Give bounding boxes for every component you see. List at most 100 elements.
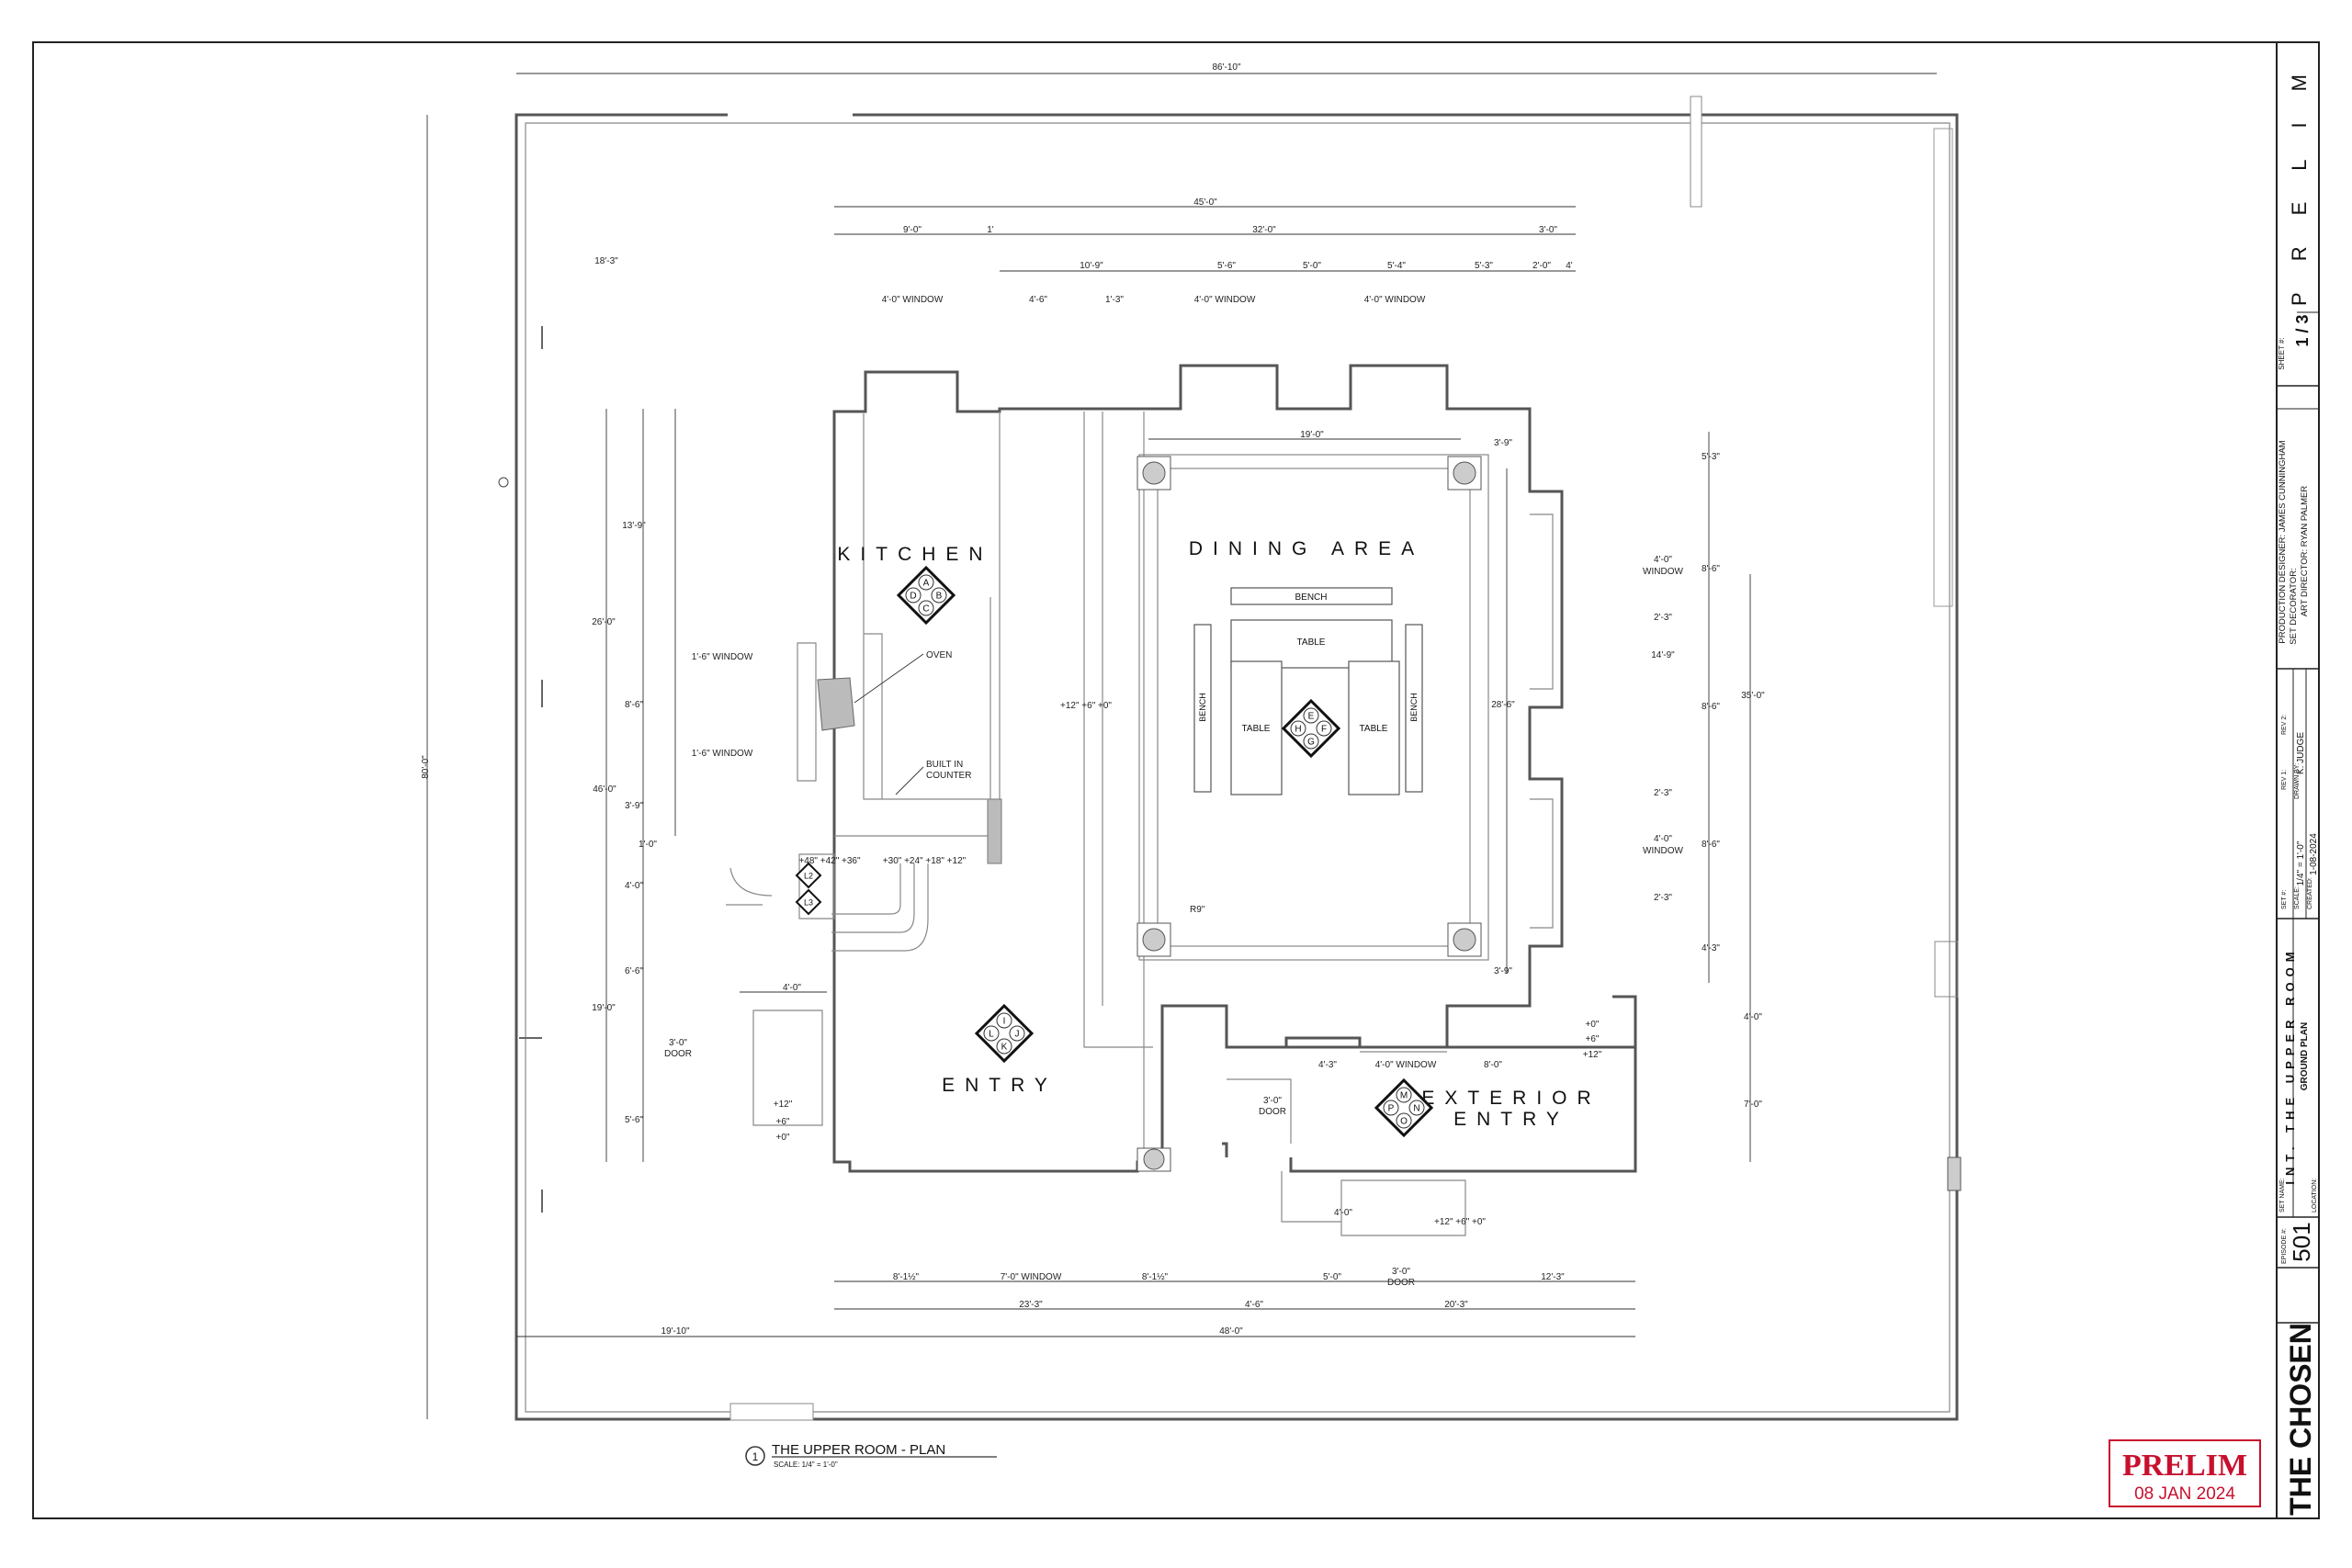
- dim-l-door: DOOR: [664, 1049, 692, 1059]
- dim-l-19: 19'-0": [592, 1003, 616, 1013]
- prelim-stamp-text: PRELIM: [2122, 1449, 2247, 1483]
- dim-ext-4-3: 4'-3": [1318, 1060, 1337, 1070]
- dim-b-3-0: 3'-0": [1392, 1267, 1410, 1277]
- camera-diamond: [1374, 1077, 1434, 1138]
- dim-b-8-1: 8'-1½": [893, 1272, 920, 1282]
- dim-win-4-k: 4'-0" WINDOW: [882, 295, 944, 305]
- room-label-dining: DINING AREA: [1189, 538, 1424, 559]
- camera-letter: E: [1308, 712, 1315, 722]
- sheet-number-label: SHEET #:: [2278, 337, 2286, 369]
- dim-t-4-6: 4'-6": [1029, 295, 1047, 305]
- sheet-border: [32, 41, 2320, 1519]
- column: [1136, 1147, 1171, 1172]
- outer-walls: [498, 96, 1962, 1421]
- camera-letter: M: [1400, 1091, 1408, 1101]
- dim-overall-height: 80'-0": [421, 755, 431, 779]
- dim-b-8-2: 8'-1½": [1142, 1272, 1169, 1282]
- dim-b-20-3: 20'-3": [1444, 1300, 1468, 1310]
- room-label-exterior: EXTERIOR: [1421, 1088, 1600, 1109]
- camera-diamond: [896, 565, 956, 626]
- camera-position: [1290, 720, 1306, 737]
- dim-l-8-6: 8'-6": [625, 700, 643, 710]
- radius-callout: R9": [1190, 905, 1205, 915]
- dim-l-4-0: 4'-0": [625, 881, 643, 891]
- room-label-entry: ENTRY: [942, 1075, 1057, 1096]
- dim-win-r1b: WINDOW: [1643, 567, 1683, 577]
- bench-right-label: BENCH: [1409, 693, 1419, 722]
- dimension-lines: [426, 73, 1937, 1419]
- dim-win-4-a: 4'-0" WINDOW: [1194, 295, 1256, 305]
- camera-position: [1396, 1087, 1412, 1103]
- dim-r-7-0: 7'-0": [1744, 1100, 1762, 1110]
- dim-r-28-6: 28'-6": [1491, 700, 1515, 710]
- camera-letter: N: [1413, 1104, 1419, 1114]
- date-label: CREATED:: [2307, 877, 2313, 909]
- dim-win-l1: 1'-6" WINDOW: [692, 652, 753, 662]
- room-label-kitchen: KITCHEN: [837, 544, 992, 565]
- table-left-label: TABLE: [1242, 724, 1271, 734]
- sheet-number: 1 / 3: [2293, 314, 2312, 346]
- table-top-label: TABLE: [1297, 637, 1326, 648]
- dim-l-46: 46'-0": [593, 784, 616, 795]
- dim-win-r2b: WINDOW: [1643, 846, 1683, 856]
- camera-position: [931, 587, 947, 604]
- dim-win-4-b: 4'-0" WINDOW: [1364, 295, 1426, 305]
- dim-t-1-3: 1'-3": [1105, 295, 1124, 305]
- camera-position: [1383, 1100, 1399, 1116]
- scale-value: 1/4" = 1'-0": [2296, 840, 2306, 886]
- table-right: [1348, 660, 1400, 795]
- camera-letter: P: [1388, 1104, 1395, 1114]
- dimension-text: 86'-10"80'-0"18'-3"19'-10"48'-0"45'-0"9'…: [421, 62, 1765, 1337]
- dim-el-stairs-b: +30" +24" +18" +12": [883, 856, 967, 866]
- camera-position: [1303, 733, 1319, 750]
- camera-letter: B: [936, 592, 943, 602]
- dim-top-left-inset: 18'-3": [594, 256, 618, 266]
- dim-b-5-0: 5'-0": [1323, 1272, 1341, 1282]
- column: [1447, 456, 1482, 491]
- built-in-callout-1: BUILT IN: [926, 760, 963, 770]
- set-number-label: SET #:: [2281, 890, 2288, 909]
- dim-t-5-0: 5'-0": [1303, 261, 1321, 271]
- dim-t-4: 4': [1566, 261, 1573, 271]
- dim-r-4-3: 4'-3": [1702, 943, 1720, 953]
- dim-ext-door-a: 3'-0": [1263, 1096, 1282, 1106]
- camera-position: [996, 1012, 1012, 1029]
- dim-l-13-9: 13'-9": [622, 521, 646, 531]
- camera-letter: D: [910, 592, 916, 602]
- episode-label: EPISODE #:: [2281, 1228, 2288, 1264]
- set-decorator: SET DECORATOR:: [2289, 568, 2299, 644]
- camera-letter: A: [923, 579, 930, 589]
- dim-bottom-total: 48'-0": [1219, 1326, 1243, 1337]
- dim-r-14-9: 14'-9": [1651, 650, 1675, 660]
- title-block-prelim: PRELIM: [2288, 43, 2311, 306]
- drawn-by: K. JUDGE: [2296, 732, 2306, 774]
- dim-b-door: DOOR: [1387, 1278, 1415, 1288]
- column: [1136, 922, 1171, 957]
- camera-letter: J: [1015, 1030, 1020, 1040]
- dim-ext-door-b: DOOR: [1259, 1107, 1286, 1117]
- dim-top-32: 32'-0": [1252, 225, 1276, 235]
- column: [1447, 922, 1482, 957]
- dim-r-5-3: 5'-3": [1702, 452, 1720, 462]
- camera-letter: H: [1295, 725, 1301, 735]
- camera-position: [1316, 720, 1332, 737]
- camera-position: [1408, 1100, 1425, 1116]
- plan-type: GROUND PLAN: [2300, 1022, 2310, 1090]
- dim-t-10-9: 10'-9": [1080, 261, 1103, 271]
- dim-r-35: 35'-0": [1741, 691, 1765, 701]
- stair-marker-label: L3: [804, 898, 813, 908]
- dim-top-9: 9'-0": [903, 225, 922, 235]
- camera-position: [996, 1038, 1012, 1055]
- dim-el-ext-6: +6": [1586, 1034, 1600, 1044]
- bench-top: [1230, 587, 1393, 605]
- dim-b-23-3: 23'-3": [1019, 1300, 1043, 1310]
- dim-l-5-6: 5'-6": [625, 1115, 643, 1125]
- dim-win-l2: 1'-6" WINDOW: [692, 749, 753, 759]
- camera-letter: G: [1307, 738, 1315, 748]
- dim-dining-19: 19'-0": [1300, 430, 1324, 440]
- camera-position: [983, 1025, 1000, 1042]
